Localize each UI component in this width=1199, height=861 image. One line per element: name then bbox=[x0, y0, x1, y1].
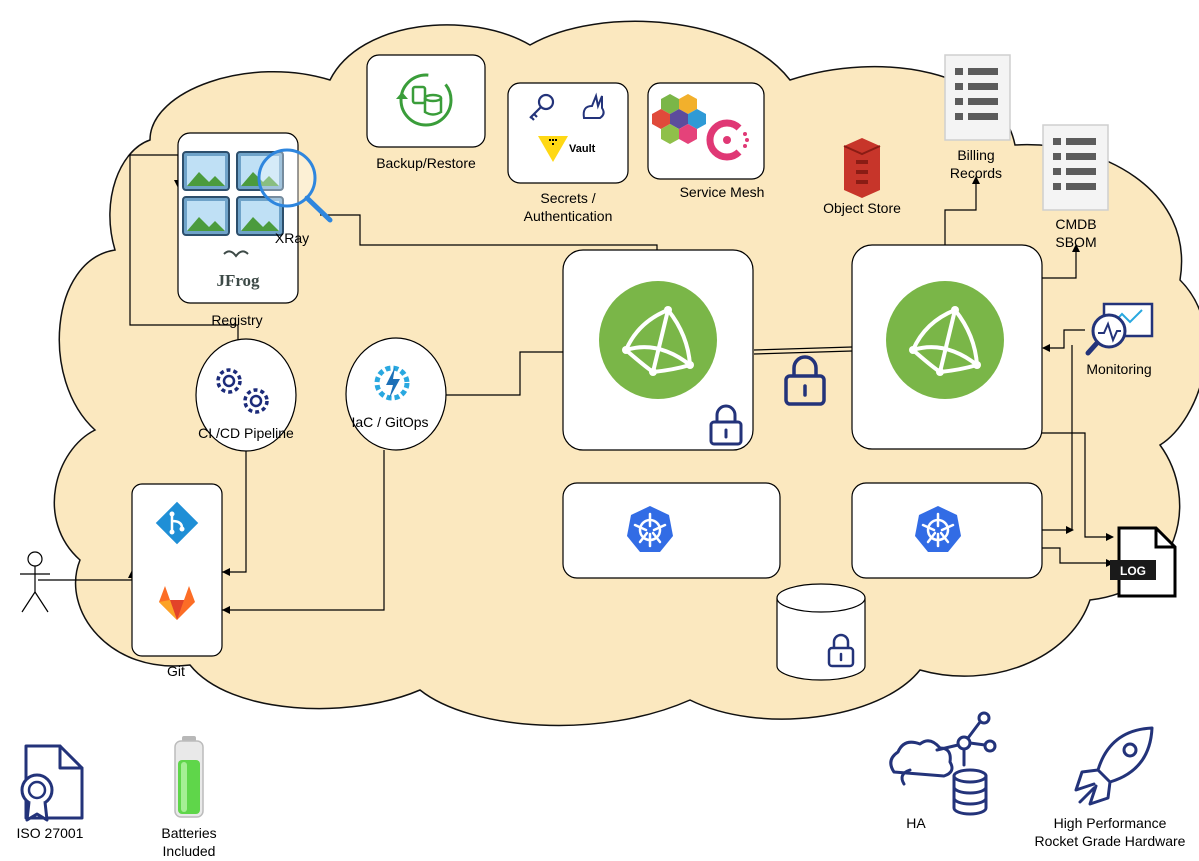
gitlab-icon bbox=[159, 586, 195, 620]
git-label: Git bbox=[167, 663, 185, 679]
kubernetes-icon bbox=[915, 506, 961, 552]
cmdb-label-1: CMDB bbox=[1055, 216, 1096, 232]
xray-label: XRay bbox=[275, 230, 309, 246]
iac-node: IaC / GitOps bbox=[345, 337, 447, 451]
cmdb-document-icon bbox=[1042, 124, 1109, 211]
rocket-icon bbox=[1074, 726, 1154, 806]
log-file-icon: LOG bbox=[1110, 526, 1177, 598]
iso-badge: ISO 27001 bbox=[17, 744, 84, 841]
backup-restore-node: Backup/Restore bbox=[366, 54, 486, 171]
backup-restore-icon bbox=[396, 73, 453, 127]
batteries-label-1: Batteries bbox=[161, 825, 216, 841]
vault-icon: Vault bbox=[538, 136, 596, 162]
registry-label: Registry bbox=[211, 312, 262, 328]
cmdb-node: CMDB SBOM bbox=[1042, 124, 1109, 250]
jfrog-text: JFrog bbox=[216, 271, 260, 290]
object-store-label: Object Store bbox=[823, 200, 901, 216]
service-mesh-label: Service Mesh bbox=[680, 184, 765, 200]
cluster-icon bbox=[886, 281, 1004, 399]
log-text: LOG bbox=[1120, 564, 1146, 578]
iso-certificate-icon bbox=[20, 744, 84, 822]
cmdb-label-2: SBOM bbox=[1055, 234, 1096, 250]
cluster-1-node bbox=[562, 249, 754, 451]
rabbit-icon bbox=[582, 92, 605, 119]
secrets-label-1: Secrets / bbox=[540, 190, 595, 206]
batteries-label-2: Included bbox=[163, 843, 216, 859]
monitoring-label: Monitoring bbox=[1086, 361, 1151, 377]
vault-brand: Vault bbox=[569, 143, 596, 155]
magnifier-icon bbox=[257, 148, 333, 223]
iac-gear-bolt-icon bbox=[374, 365, 410, 401]
lock-icon bbox=[827, 633, 855, 668]
billing-label-2: Records bbox=[950, 165, 1002, 181]
consul-icon bbox=[706, 119, 749, 161]
batteries-badge: Batteries Included bbox=[161, 736, 217, 859]
billing-label-1: Billing bbox=[957, 147, 994, 163]
user-stick-figure-icon bbox=[20, 551, 50, 613]
iac-label: IaC / GitOps bbox=[351, 414, 428, 430]
kubernetes-icon bbox=[627, 506, 673, 552]
object-store-icon bbox=[843, 138, 881, 198]
lock-icon bbox=[709, 404, 743, 446]
performance-label-1: High Performance bbox=[1054, 815, 1167, 831]
secrets-node: Vault Secrets / Authentication bbox=[507, 82, 629, 224]
jfrog-logo: JFrog bbox=[216, 250, 260, 290]
cicd-label: CI /CD Pipeline bbox=[198, 425, 294, 441]
lock-icon bbox=[784, 355, 826, 406]
billing-document-icon bbox=[944, 54, 1011, 141]
registry-node: XRay JFrog Registry bbox=[177, 132, 333, 328]
cicd-node: CI /CD Pipeline bbox=[195, 338, 297, 452]
ha-badge: HA bbox=[889, 711, 997, 831]
battery-icon bbox=[174, 736, 204, 818]
cluster-2-node bbox=[851, 244, 1043, 450]
monitoring-node: Monitoring bbox=[1085, 302, 1154, 377]
object-store-node: Object Store bbox=[823, 138, 901, 216]
cluster-icon bbox=[599, 281, 717, 399]
iso-label: ISO 27001 bbox=[17, 825, 84, 841]
k8s-node-1 bbox=[562, 482, 781, 579]
performance-label-2: Rocket Grade Hardware bbox=[1035, 833, 1186, 849]
monitoring-icon bbox=[1085, 302, 1154, 356]
gears-icon bbox=[216, 368, 269, 414]
performance-badge: High Performance Rocket Grade Hardware bbox=[1035, 726, 1186, 849]
ha-cloud-network-icon bbox=[889, 711, 997, 816]
ha-label: HA bbox=[906, 815, 926, 831]
database-node bbox=[776, 583, 866, 681]
log-node: LOG bbox=[1110, 526, 1177, 598]
service-mesh-hexagons-icon bbox=[652, 94, 706, 144]
service-mesh-node: Service Mesh bbox=[647, 82, 765, 200]
secrets-label-2: Authentication bbox=[524, 208, 613, 224]
key-icon bbox=[529, 93, 555, 121]
registry-images-icon bbox=[182, 151, 284, 236]
backup-label: Backup/Restore bbox=[376, 155, 476, 171]
billing-records-node: Billing Records bbox=[944, 54, 1011, 181]
k8s-node-2 bbox=[851, 482, 1043, 579]
git-node: Git bbox=[131, 483, 223, 679]
